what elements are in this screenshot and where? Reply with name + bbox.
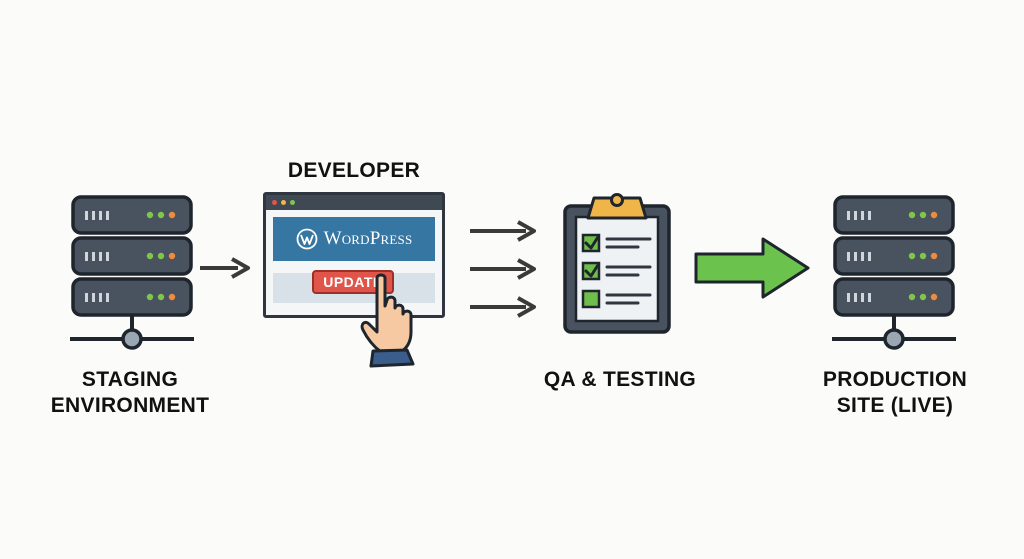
production-server-icon: [832, 195, 956, 350]
qa-testing-label: QA & TESTING: [543, 368, 697, 391]
window-close-dot: [272, 200, 277, 205]
hand-pointer-icon: [360, 273, 415, 368]
clipboard-checklist-icon: [563, 193, 671, 334]
window-minimize-dot: [281, 200, 286, 205]
wordpress-banner: WordPress: [273, 217, 435, 261]
parallel-arrows: [470, 220, 536, 318]
production-label: PRODUCTION SITE (LIVE): [822, 368, 968, 417]
browser-window: WordPress UPDATE: [263, 192, 445, 318]
browser-titlebar: [266, 195, 442, 210]
wordpress-wordmark: WordPress: [323, 228, 413, 249]
staging-label: STAGING ENVIRONMENT: [50, 368, 210, 417]
window-maximize-dot: [290, 200, 295, 205]
wordpress-logo-icon: [296, 228, 317, 250]
deploy-arrow-icon: [694, 237, 810, 299]
staging-server-icon: [70, 195, 194, 350]
developer-label: DEVELOPER: [287, 159, 421, 182]
arrow-right-icon: [200, 257, 250, 279]
